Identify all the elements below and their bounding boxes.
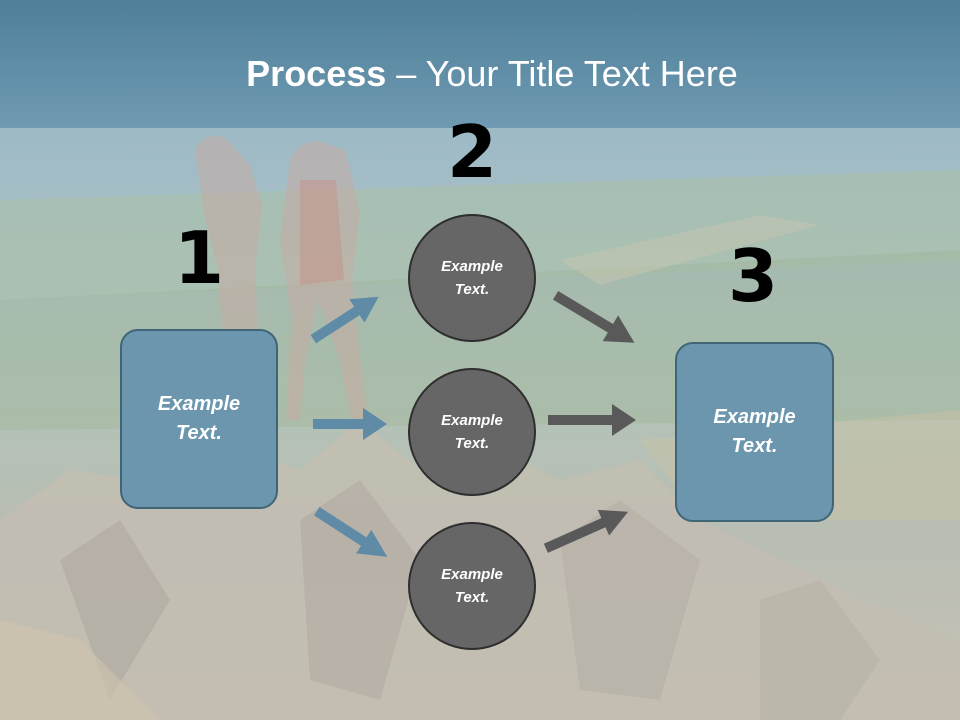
step-3-number: 3: [727, 234, 779, 318]
title-rest: – Your Title Text Here: [386, 53, 738, 94]
circle-bottom-text-line1: Example: [441, 566, 503, 583]
step-3-box: Example Text.: [675, 342, 834, 522]
circle-middle-text-line2: Text.: [454, 435, 490, 452]
step-2-number: 2: [446, 110, 498, 194]
circle-top-text-line2: Text.: [454, 281, 490, 298]
circle-bottom-text-line2: Text.: [454, 589, 490, 606]
step-2-circle-bottom: Example Text.: [408, 522, 536, 650]
arrow-2-to-3-top: [552, 291, 635, 343]
step-1-box: Example Text.: [120, 329, 278, 509]
step-3-box-text-line1: Example: [713, 406, 796, 428]
step-1-box-text-line2: Text.: [176, 422, 222, 444]
arrow-1-to-2-top: [310, 296, 379, 344]
arrow-2-to-3-middle: [548, 404, 636, 436]
arrow-2-to-3-bottom: [543, 509, 629, 553]
step-2-circle-middle: Example Text.: [408, 368, 536, 496]
arrow-1-to-2-middle: [313, 408, 387, 440]
circle-middle-text-line1: Example: [441, 412, 503, 429]
circle-top-text-line1: Example: [441, 258, 503, 275]
arrow-1-to-2-bottom: [314, 506, 388, 557]
title-bold: Process: [246, 53, 387, 94]
step-2-circle-top: Example Text.: [408, 214, 536, 342]
step-1-box-text-line1: Example: [157, 393, 241, 415]
step-3-box-text-line2: Text.: [731, 435, 778, 457]
slide-title: Process – Your Title Text Here: [0, 52, 960, 96]
step-1-number: 1: [173, 216, 225, 300]
header-band: [0, 0, 960, 128]
